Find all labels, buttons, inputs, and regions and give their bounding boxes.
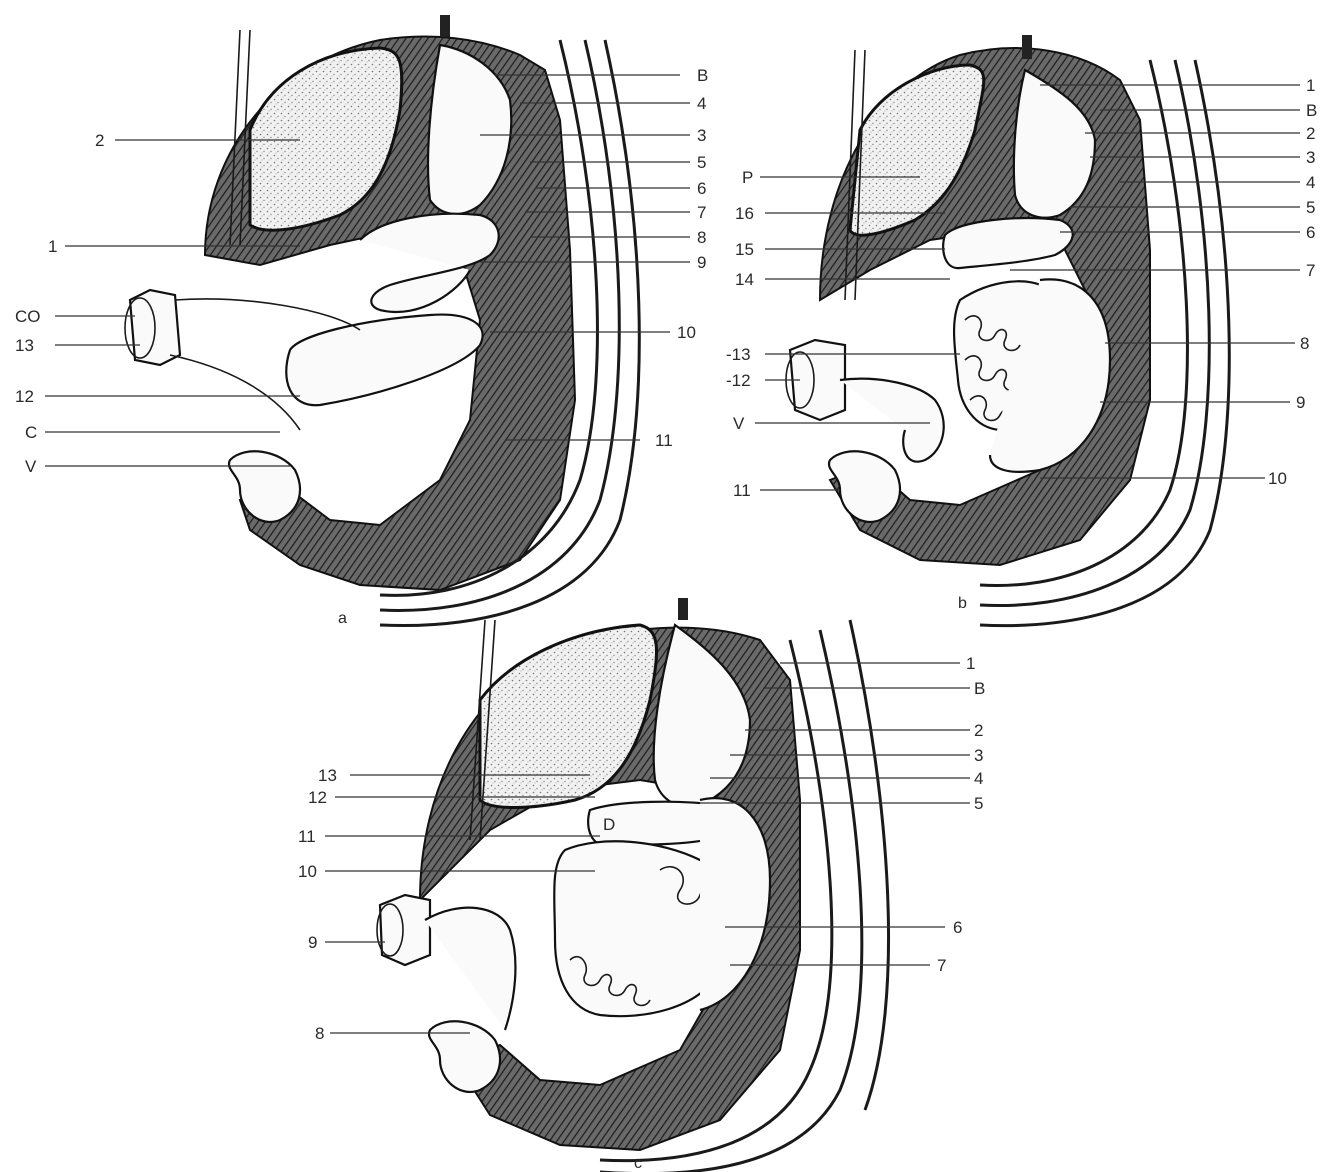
label-c-inner-D: D <box>603 815 615 834</box>
label-b-right-4: 3 <box>1306 148 1315 167</box>
panel-c-letter: c <box>634 1155 642 1172</box>
label-b-right-3: 2 <box>1306 124 1315 143</box>
label-b-right-7: 6 <box>1306 223 1315 242</box>
panel-b-drawing <box>786 35 1229 626</box>
label-a-left-6: C <box>25 423 37 442</box>
label-b-right-10: 9 <box>1296 393 1305 412</box>
panel-c: 1 B 2 3 4 5 6 7 13 12 11 10 9 8 D c <box>298 598 985 1172</box>
label-b-left-5: -13 <box>726 345 751 364</box>
label-a-left-7: V <box>25 457 37 476</box>
label-a-left-2: 1 <box>48 237 57 256</box>
label-c-left-1: 13 <box>318 766 337 785</box>
label-b-left-3: 15 <box>735 240 754 259</box>
label-b-left-7: V <box>733 414 745 433</box>
label-b-left-8: 11 <box>733 481 751 500</box>
label-b-left-4: 14 <box>735 270 754 289</box>
label-a-right-7: 8 <box>697 228 706 247</box>
label-c-left-3: 11 <box>298 827 316 846</box>
label-a-right-6: 7 <box>697 203 706 222</box>
label-c-right-1: 1 <box>966 654 975 673</box>
label-a-left-3: CO <box>15 307 41 326</box>
label-b-left-2: 16 <box>735 204 754 223</box>
label-b-left-6: -12 <box>726 371 751 390</box>
label-b-right-9: 8 <box>1300 334 1309 353</box>
panel-b-letter: b <box>958 595 967 612</box>
label-b-right-2: B <box>1306 101 1317 120</box>
label-a-right-9: 10 <box>677 323 696 342</box>
label-c-right-8: 7 <box>937 956 946 975</box>
label-c-right-5: 4 <box>974 769 983 788</box>
label-c-left-6: 8 <box>315 1024 324 1043</box>
panel-b-right-labels: 1 B 2 3 4 5 6 7 8 9 10 <box>1268 76 1317 488</box>
label-a-right-2: 4 <box>697 94 706 113</box>
label-c-right-4: 3 <box>974 746 983 765</box>
panel-c-drawing <box>377 598 889 1172</box>
label-c-left-2: 12 <box>308 788 327 807</box>
panel-a-drawing <box>125 15 639 626</box>
panel-a-left-labels: 2 1 CO 13 12 C V <box>15 131 104 476</box>
label-b-right-5: 4 <box>1306 173 1315 192</box>
label-a-right-8: 9 <box>697 253 706 272</box>
label-a-right-5: 6 <box>697 179 706 198</box>
label-a-right-4: 5 <box>697 153 706 172</box>
label-a-right-1: B <box>697 66 708 85</box>
label-a-left-5: 12 <box>15 387 34 406</box>
panel-b: 1 B 2 3 4 5 6 7 8 9 10 P 16 15 14 -13 -1… <box>726 35 1317 626</box>
label-c-right-2: B <box>974 679 985 698</box>
label-c-left-5: 9 <box>308 933 317 952</box>
label-b-right-1: 1 <box>1306 76 1315 95</box>
panel-a-letter: a <box>338 610 347 627</box>
label-a-left-4: 13 <box>15 336 34 355</box>
label-c-right-3: 2 <box>974 721 983 740</box>
panel-a: B 4 3 5 6 7 8 9 10 11 2 1 CO 13 12 C V a <box>15 15 708 627</box>
label-a-right-10: 11 <box>655 431 673 450</box>
label-c-left-4: 10 <box>298 862 317 881</box>
label-a-left-1: 2 <box>95 131 104 150</box>
label-c-right-7: 6 <box>953 918 962 937</box>
panel-b-left-labels: P 16 15 14 -13 -12 V 11 <box>726 168 754 500</box>
label-b-right-11: 10 <box>1268 469 1287 488</box>
label-c-right-6: 5 <box>974 794 983 813</box>
label-a-right-3: 3 <box>697 126 706 145</box>
label-b-right-8: 7 <box>1306 261 1315 280</box>
panel-c-left-labels: 13 12 11 10 9 8 <box>298 766 337 1043</box>
label-b-right-6: 5 <box>1306 198 1315 217</box>
label-b-left-1: P <box>742 168 753 187</box>
panel-a-right-labels: B 4 3 5 6 7 8 9 10 11 <box>655 66 708 450</box>
